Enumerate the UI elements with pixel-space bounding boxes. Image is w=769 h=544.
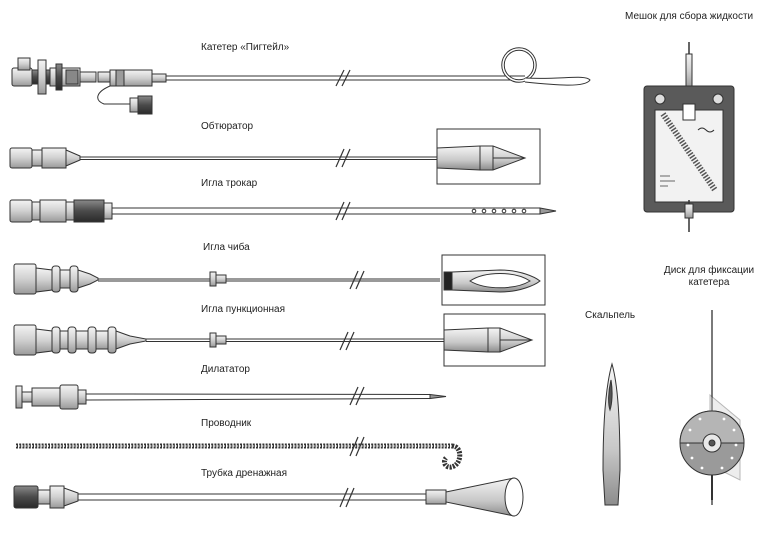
guidewire	[16, 436, 463, 470]
label-trocar-needle: Игла трокар	[201, 178, 258, 189]
obturator	[9, 128, 541, 185]
label-fixation-disc-line1: Диск для фиксации	[663, 265, 755, 276]
scalpel	[602, 362, 621, 506]
label-guidewire: Проводник	[201, 418, 252, 429]
label-pigtail-catheter: Катетер «Пигтейл»	[201, 42, 290, 53]
label-obturator: Обтюратор	[201, 121, 254, 132]
puncture-needle	[13, 313, 546, 367]
dilator	[15, 384, 447, 410]
label-fixation-disc-line2: катетера	[688, 277, 730, 288]
label-dilator: Дилататор	[201, 364, 250, 375]
label-scalpel: Скальпель	[585, 310, 636, 321]
drainage-bag	[643, 42, 735, 232]
label-chiba-needle: Игла чиба	[203, 242, 250, 253]
chiba-needle	[13, 254, 546, 306]
pigtail-catheter	[11, 47, 591, 115]
trocar-needle	[9, 199, 557, 223]
label-drain-tube: Трубка дренажная	[201, 468, 288, 479]
label-drainage-bag: Мешок для сбора жидкости	[625, 11, 754, 22]
fixation-disc	[679, 310, 745, 505]
label-puncture-needle: Игла пункционная	[201, 304, 285, 315]
drain-tube	[13, 477, 524, 517]
